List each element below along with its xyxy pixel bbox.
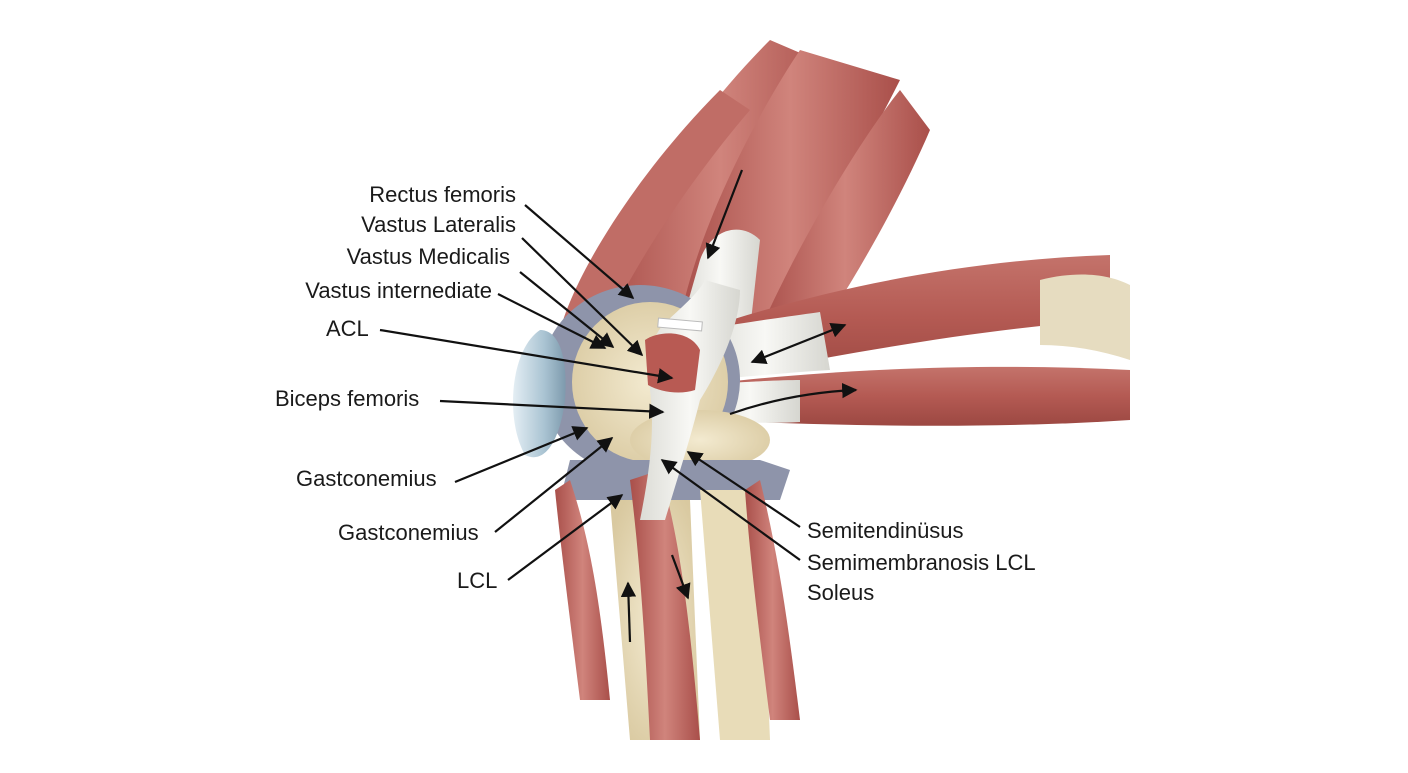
arrow-vastus-medicalis (519, 271, 615, 348)
arrow-tibial-up (620, 581, 637, 643)
label-gastconemius-1: Gastconemius (296, 466, 437, 491)
arrow-gastconemius-1 (454, 426, 589, 484)
background-muscles (560, 40, 930, 360)
arrow-lcl (507, 494, 624, 581)
arrow-double-hamstring (750, 322, 847, 365)
arrow-rectus-femoris (524, 204, 635, 300)
arrow-vastus-lateralis (521, 237, 644, 357)
arrow-tibial-down (670, 554, 691, 600)
label-vastus-lateralis: Vastus Lateralis (361, 212, 516, 237)
arrow-upper-thigh (705, 169, 744, 260)
label-gastconemius-2: Gastconemius (338, 520, 479, 545)
arrow-acl (379, 328, 674, 384)
label-semimembranosis-lcl: Semimembranosis LCL (807, 550, 1036, 575)
pointer-arrows (379, 169, 858, 643)
label-vastus-internediate: Vastus internediate (305, 278, 492, 303)
label-biceps-femoris: Biceps femoris (275, 386, 420, 411)
arrow-lower-hamstring (729, 382, 858, 416)
label-vastus-medicalis: Vastus Medicalis (346, 244, 510, 269)
label-semitendinusus: Semitendinüsus (807, 518, 964, 543)
patella (513, 330, 566, 458)
label-lcl: LCL (457, 568, 498, 593)
label-soleus: Soleus (807, 580, 875, 605)
label-rectus-femoris: Rectus femoris (369, 182, 516, 207)
label-acl: ACL (326, 316, 369, 341)
arrow-gastconemius-2 (494, 437, 614, 533)
arrow-semitendinusus (686, 451, 801, 528)
arrow-biceps-femoris (439, 399, 665, 420)
arrow-semimembranosis (660, 459, 801, 561)
arrow-vastus-internediate (497, 293, 607, 349)
